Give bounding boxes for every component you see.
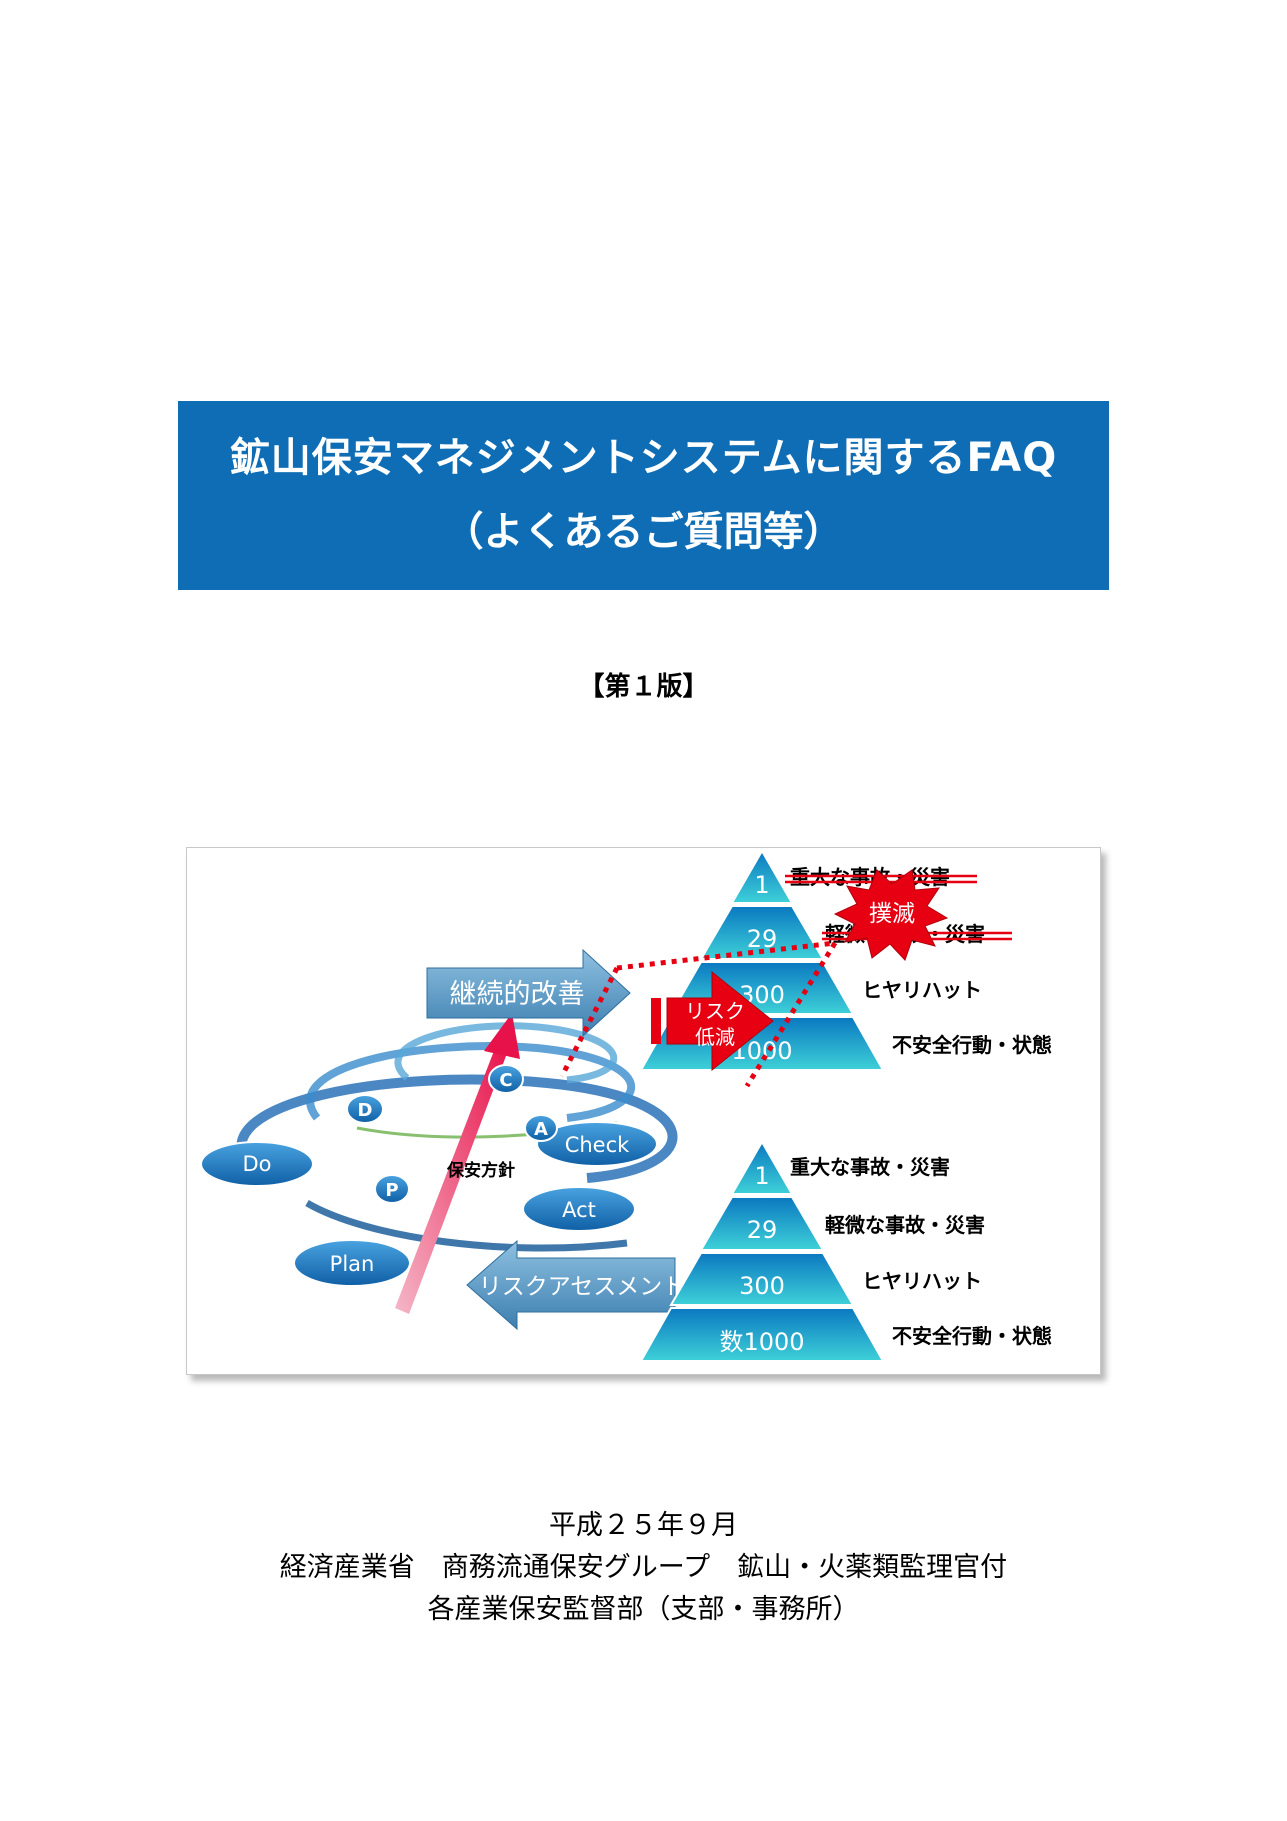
pyramid-bottom-label-4: 不安全行動・状態 — [892, 1324, 1052, 1348]
pyramid-top-label-4: 不安全行動・状態 — [892, 1033, 1052, 1057]
continuous-improvement-arrow: 継続的改善 — [426, 948, 631, 1038]
pyramid-bottom-label-1: 重大な事故・災害 — [790, 1155, 950, 1179]
cycle-act-label: Act — [562, 1198, 596, 1222]
cycle-small-p: P — [374, 1174, 410, 1204]
title-line-1: 鉱山保安マネジメントシステムに関するFAQ — [229, 435, 1058, 481]
pyramid-top-label-3: ヒヤリハット — [862, 978, 982, 1002]
risk-assessment-arrow: リスクアセスメント — [466, 1239, 686, 1331]
title-line-2: （よくあるご質問等） — [443, 509, 844, 555]
footer-block: 平成２５年９月 経済産業省 商務流通保安グループ 鉱山・火薬類監理官付 各産業保… — [0, 1505, 1287, 1631]
footer-date: 平成２５年９月 — [549, 1510, 738, 1541]
safety-policy-arrow — [395, 1013, 520, 1314]
risk-reduction-label-1: リスク — [685, 999, 745, 1023]
pyramid-bottom-labels: 重大な事故・災害 軽微な事故・災害 ヒヤリハット 不安全行動・状態 — [790, 1155, 1052, 1348]
cycle-check: Check — [536, 1121, 658, 1167]
cycle-small-d: D — [346, 1094, 384, 1124]
cycle-plan: Plan — [293, 1239, 411, 1287]
pyramid-bottom-label-2: 軽微な事故・災害 — [825, 1213, 985, 1237]
safety-policy-label: 保安方針 — [446, 1160, 515, 1181]
title-banner: 鉱山保安マネジメントシステムに関するFAQ （よくあるご質問等） — [178, 401, 1109, 590]
cycle-small-c: C — [488, 1064, 524, 1094]
risk-reduction-label-2: 低減 — [695, 1025, 735, 1049]
footer-organization: 経済産業省 商務流通保安グループ 鉱山・火薬類監理官付 — [279, 1552, 1008, 1583]
cycle-small-p-label: P — [385, 1180, 398, 1201]
pyramid-bottom-level-2: 29 — [747, 1216, 778, 1244]
cover-figure: 保安方針 Do Plan Check Act D C A — [186, 847, 1101, 1375]
cycle-small-a: A — [524, 1114, 558, 1142]
cycle-do-label: Do — [242, 1152, 271, 1176]
eradicate-burst: 撲滅 — [833, 869, 949, 961]
cycle-do: Do — [200, 1141, 314, 1187]
eradicate-label: 撲滅 — [869, 901, 915, 927]
edition-label: 【第１版】 — [578, 672, 709, 702]
risk-boundary-lines — [559, 940, 838, 1088]
cycle-check-label: Check — [565, 1133, 630, 1157]
risk-reduction-arrow: リスク 低減 — [651, 970, 774, 1072]
cycle-act: Act — [522, 1186, 636, 1232]
cycle-small-c-label: C — [499, 1070, 512, 1091]
risk-assessment-label: リスクアセスメント — [479, 1274, 686, 1300]
safety-management-diagram: 保安方針 Do Plan Check Act D C A — [200, 848, 1052, 1362]
cycle-small-d-label: D — [358, 1100, 373, 1121]
pyramid-bottom-level-4: 数1000 — [719, 1328, 804, 1356]
pyramid-bottom: 1 29 300 数1000 — [639, 1139, 885, 1362]
pyramid-bottom-level-1: 1 — [754, 1162, 769, 1190]
pyramid-bottom-label-3: ヒヤリハット — [862, 1269, 982, 1293]
continuous-improvement-label: 継続的改善 — [450, 979, 585, 1010]
cycle-plan-label: Plan — [330, 1252, 375, 1276]
cycle-small-a-label: A — [534, 1119, 548, 1140]
footer-department: 各産業保安監督部（支部・事務所） — [427, 1594, 860, 1625]
pdca-spiral — [236, 1022, 678, 1252]
pyramid-top-level-1: 1 — [754, 871, 769, 899]
pyramid-bottom-level-3: 300 — [739, 1272, 785, 1300]
